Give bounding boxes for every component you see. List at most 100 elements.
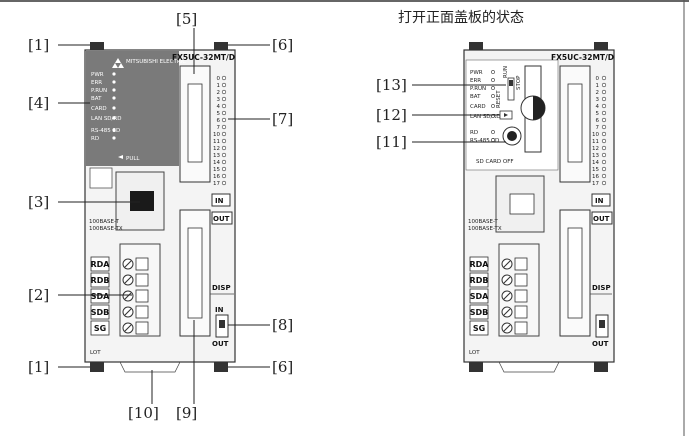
io-number: 13 [592,153,599,159]
terminal-slot [135,273,149,287]
io-number: 4 [596,104,600,110]
terminal-label-box [90,256,110,272]
terminal-slot [514,273,528,287]
io-number: 3 [217,97,221,103]
input-connector-slot [187,83,203,163]
status-led-label: LAN SD/RD [91,116,121,122]
out-label: OUT [213,215,230,223]
io-led [601,166,607,172]
din-rail-hook [498,361,560,373]
callouts-left: [1] [4] [3] [2] [1] [5] [6] [7] [8] [6] … [28,10,293,422]
ethernet-port[interactable] [130,191,154,211]
callout-10: [10] [128,404,159,422]
ethernet-label-1: 100BASE-T [468,219,498,225]
io-led [221,138,227,144]
io-number: 4 [217,104,221,110]
terminal-label-box [90,272,110,288]
out-label: OUT [593,215,610,223]
terminal-slot [514,305,528,319]
in-badge [591,193,611,207]
status-led [491,94,495,98]
io-led [221,166,227,172]
pull-arrow-icon [118,155,123,159]
callout-3: [3] [28,193,49,211]
terminal-label-box [469,288,489,304]
status-led [112,128,116,132]
terminal-label: RDA [470,260,490,269]
terminal-label-box [90,288,110,304]
io-number: 15 [592,167,599,173]
io-number: 6 [217,118,221,124]
io-led [601,75,607,81]
io-led [601,117,607,123]
callout-5: [5] [176,10,197,28]
switch-out-label: OUT [592,340,609,348]
io-led [221,124,227,130]
io-number: 16 [592,174,599,180]
status-led [491,78,495,82]
terminal-slot [514,289,528,303]
io-led [601,103,607,109]
status-led-label: ERR [470,78,481,84]
callout-4: [4] [28,94,49,112]
status-led-label: PWR [91,72,104,78]
status-led [112,88,116,92]
status-led [491,104,495,108]
io-number: 14 [213,160,220,166]
status-led-label: BAT [91,96,102,102]
run-stop-reset-switch[interactable] [507,77,515,101]
io-number: 10 [592,132,599,138]
io-led [221,180,227,186]
terminal-label: RDB [91,276,110,285]
callout-1-bottom: [1] [28,358,49,376]
io-number: 2 [596,90,600,96]
ethernet-port[interactable] [509,193,535,215]
callouts-right: [13] [12] [11] [376,76,506,151]
io-number: 14 [592,160,599,166]
terminal-label-box [469,320,489,336]
io-led [221,82,227,88]
io-led [221,75,227,81]
terminal-slot [135,305,149,319]
terminal-label-box [469,304,489,320]
terminal-label-box [90,320,110,336]
io-led [601,138,607,144]
status-led [112,96,116,100]
status-led [491,70,495,74]
din-rail-hook [119,361,181,373]
callout-6-top: [6] [272,36,293,54]
io-number: 5 [596,111,600,117]
io-number: 0 [217,76,221,82]
status-led [491,130,495,134]
switch-in-label: IN [215,306,224,314]
status-led-label: RD [470,130,478,136]
callout-7: [7] [272,110,293,128]
io-number: 12 [592,146,599,152]
status-led-label: PWR [470,70,483,76]
disp-label: DISP [592,284,611,292]
status-led [112,72,116,76]
out-badge [211,211,233,225]
switch-out-label: OUT [212,340,229,348]
io-led [221,145,227,151]
lot-label: LOT [90,350,101,356]
output-connector-slot [187,227,203,319]
status-led [491,86,495,90]
callout-6-bottom: [6] [272,358,293,376]
terminal-label: SG [94,324,106,333]
io-led [221,152,227,158]
terminal-label: SDB [470,308,489,317]
sd-card-label: SD CARD OFF [476,159,514,165]
io-number: 16 [213,174,220,180]
io-led [601,145,607,151]
status-led-label: RS-485 SD [91,128,120,134]
io-number: 2 [217,90,221,96]
ethernet-label-2: 100BASE-TX [89,226,123,232]
ethernet-cover-ledge [89,167,113,189]
io-led [221,110,227,116]
